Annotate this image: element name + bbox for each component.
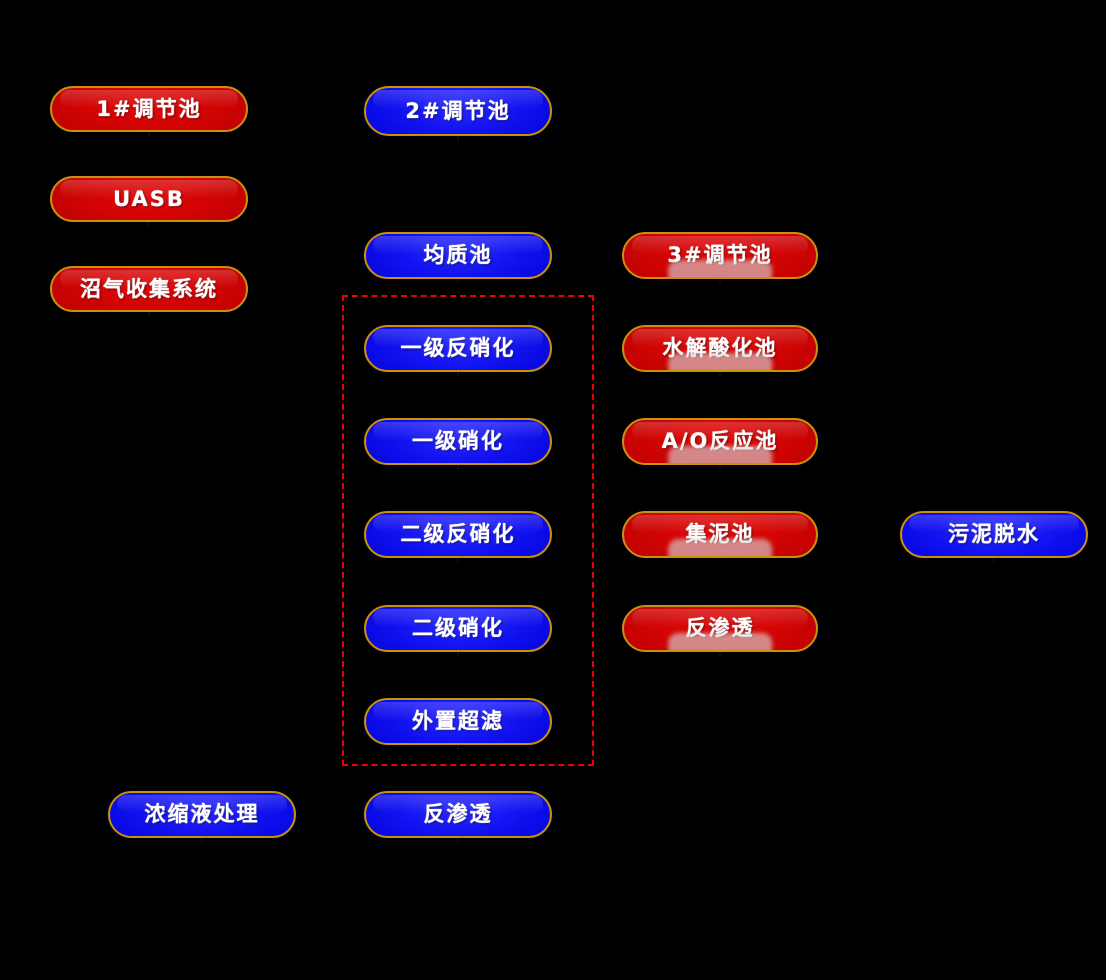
- connector-stub: [148, 220, 150, 226]
- process-node-label: 二级硝化: [412, 616, 504, 640]
- process-node-label: 均质池: [423, 243, 493, 267]
- process-node-n12[interactable]: 浓缩液处理: [108, 791, 296, 838]
- connector-stub: [457, 370, 459, 376]
- connector-stub: [719, 277, 721, 283]
- process-node-label: 外置超滤: [412, 709, 504, 733]
- process-node-label: 反渗透: [685, 616, 755, 640]
- connector-stub: [993, 556, 995, 562]
- process-node-n5[interactable]: 均质池: [364, 232, 552, 279]
- process-node-n4[interactable]: 2#调节池: [364, 86, 552, 136]
- process-node-label: 集泥池: [685, 522, 755, 546]
- process-node-label: 浓缩液处理: [144, 802, 260, 826]
- process-node-n17[interactable]: 反渗透: [622, 605, 818, 652]
- process-node-n15[interactable]: A/O反应池: [622, 418, 818, 465]
- process-node-label: A/O反应池: [661, 429, 779, 453]
- process-node-n6[interactable]: 一级反硝化: [364, 325, 552, 372]
- connector-stub: [457, 463, 459, 469]
- process-node-label: 3#调节池: [667, 243, 773, 267]
- process-node-label: 2#调节池: [405, 98, 511, 123]
- connector-stub: [457, 836, 459, 842]
- process-node-n16[interactable]: 集泥池: [622, 511, 818, 558]
- process-node-label: 污泥脱水: [948, 522, 1040, 546]
- process-node-n1[interactable]: 1#调节池: [50, 86, 248, 132]
- process-node-label: 反渗透: [423, 802, 493, 826]
- process-node-label: 二级反硝化: [400, 522, 516, 546]
- connector-stub: [148, 130, 150, 136]
- process-node-n14[interactable]: 水解酸化池: [622, 325, 818, 372]
- connector-stub: [457, 556, 459, 562]
- connector-stub: [148, 310, 150, 316]
- process-node-n10[interactable]: 外置超滤: [364, 698, 552, 745]
- process-node-label: UASB: [113, 186, 185, 211]
- process-node-n9[interactable]: 二级硝化: [364, 605, 552, 652]
- connector-stub: [457, 743, 459, 749]
- process-node-label: 一级反硝化: [400, 336, 516, 360]
- process-node-n2[interactable]: UASB: [50, 176, 248, 222]
- process-node-label: 1#调节池: [96, 96, 202, 121]
- connector-stub: [201, 836, 203, 842]
- process-node-n13[interactable]: 3#调节池: [622, 232, 818, 279]
- connector-stub: [457, 134, 459, 140]
- process-node-n18[interactable]: 污泥脱水: [900, 511, 1088, 558]
- process-node-n3[interactable]: 沼气收集系统: [50, 266, 248, 312]
- connector-stub: [719, 556, 721, 562]
- process-node-n11[interactable]: 反渗透: [364, 791, 552, 838]
- connector-stub: [719, 463, 721, 469]
- process-node-label: 水解酸化池: [662, 336, 778, 360]
- process-node-label: 沼气收集系统: [80, 276, 218, 301]
- process-node-n7[interactable]: 一级硝化: [364, 418, 552, 465]
- process-node-label: 一级硝化: [412, 429, 504, 453]
- connector-stub: [457, 277, 459, 283]
- connector-stub: [457, 650, 459, 656]
- connector-stub: [719, 370, 721, 376]
- process-node-n8[interactable]: 二级反硝化: [364, 511, 552, 558]
- connector-stub: [719, 650, 721, 656]
